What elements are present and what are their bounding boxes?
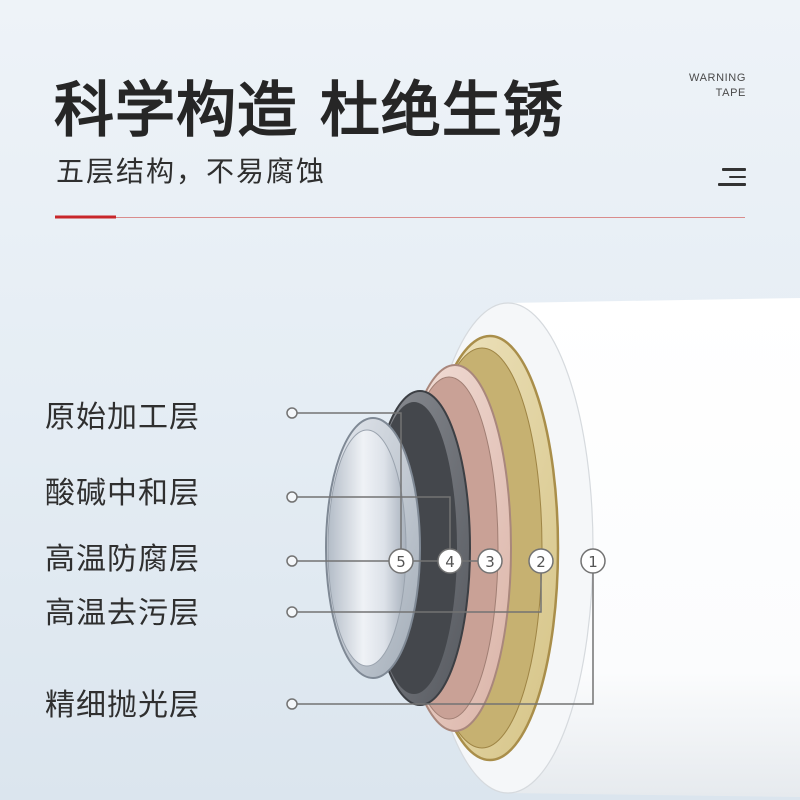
menu-line-bottom [718, 183, 746, 186]
label-dot [286, 555, 298, 567]
leader-line-polishing-layer [297, 573, 594, 705]
tag-line-warning: WARNING [689, 72, 746, 84]
number-circle [580, 548, 606, 574]
divider-line [55, 217, 745, 218]
number-circle [528, 548, 554, 574]
layer-label-original: 原始加工层 [45, 400, 200, 435]
divider-accent [55, 215, 116, 219]
label-dot [286, 491, 298, 503]
number-circle [477, 548, 503, 574]
layer-number: 3 [485, 553, 495, 571]
warning-tape-tag: WARNING TAPE [689, 71, 746, 101]
label-dot [286, 698, 298, 710]
leader-line-decontamination-layer [297, 573, 542, 613]
layer-number: 4 [445, 553, 455, 571]
menu-lines-icon [718, 168, 746, 186]
number-circles [388, 548, 606, 574]
menu-line-middle [729, 175, 746, 178]
label-dot [286, 407, 298, 419]
layer-label-polishing: 精细抛光层 [45, 688, 200, 723]
leader-line-neutralization-layer [297, 496, 451, 549]
layer-label-neutralization: 酸碱中和层 [45, 476, 200, 511]
menu-line-top [722, 168, 746, 171]
layer-number: 1 [588, 553, 598, 571]
number-circle [437, 548, 463, 574]
silver-layer-bore [327, 429, 407, 667]
tag-line-tape: TAPE [715, 87, 746, 99]
layer-number: 2 [536, 553, 546, 571]
layer-number: 5 [396, 553, 406, 571]
layer-label-decontamination: 高温去污层 [45, 596, 200, 631]
page-title: 科学构造 杜绝生锈 [54, 76, 564, 146]
number-circle [388, 548, 414, 574]
page-subtitle: 五层结构，不易腐蚀 [56, 155, 327, 188]
label-anchor-dots [286, 407, 298, 710]
leader-line-original-layer [297, 412, 402, 549]
label-dot [286, 606, 298, 618]
pipe-cross-section [325, 298, 800, 797]
number-texts: 5 4 3 2 1 [396, 553, 598, 571]
layer-label-anticorrosion: 高温防腐层 [45, 542, 200, 577]
